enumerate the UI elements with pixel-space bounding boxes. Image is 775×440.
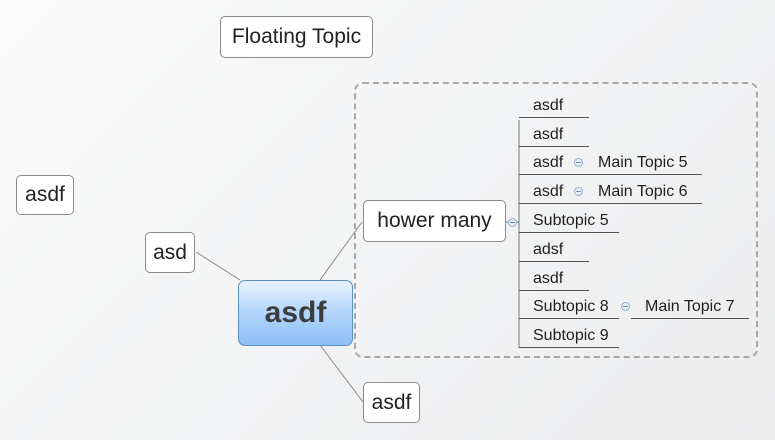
subtopic-7[interactable]: asdf — [519, 268, 589, 291]
subtopic-6[interactable]: adsf — [519, 239, 589, 262]
central-topic[interactable]: asdf — [238, 280, 353, 346]
floating-topic[interactable]: Floating Topic — [220, 16, 373, 58]
subtopic-8[interactable]: Subtopic 8 — [519, 296, 619, 319]
main-topic-hower-many[interactable]: hower many — [363, 200, 506, 242]
main-topic-asdf[interactable]: asdf — [363, 382, 420, 423]
collapse-toggle-subtopic-4[interactable] — [574, 187, 583, 196]
connector-central-asdf — [319, 344, 364, 403]
subtopic-1[interactable]: asdf — [519, 95, 589, 118]
main-topic-5[interactable]: Main Topic 5 — [584, 152, 702, 175]
subtopic-3[interactable]: asdf — [519, 152, 589, 175]
main-topic-6[interactable]: Main Topic 6 — [584, 181, 702, 204]
collapse-toggle-subtopic-8[interactable] — [621, 302, 630, 311]
connector-central-asd — [195, 251, 241, 281]
collapse-toggle-hower[interactable] — [508, 218, 517, 227]
subtopic-5[interactable]: Subtopic 5 — [519, 210, 619, 233]
collapse-toggle-subtopic-3[interactable] — [574, 158, 583, 167]
floating-topic-asdf[interactable]: asdf — [16, 175, 74, 215]
main-topic-7[interactable]: Main Topic 7 — [631, 296, 749, 319]
boundary-frame[interactable] — [354, 82, 758, 358]
subtopic-2[interactable]: asdf — [519, 124, 589, 147]
subtopic-4[interactable]: asdf — [519, 181, 589, 204]
subtopic-9[interactable]: Subtopic 9 — [519, 325, 619, 348]
main-topic-asd[interactable]: asd — [145, 232, 195, 273]
